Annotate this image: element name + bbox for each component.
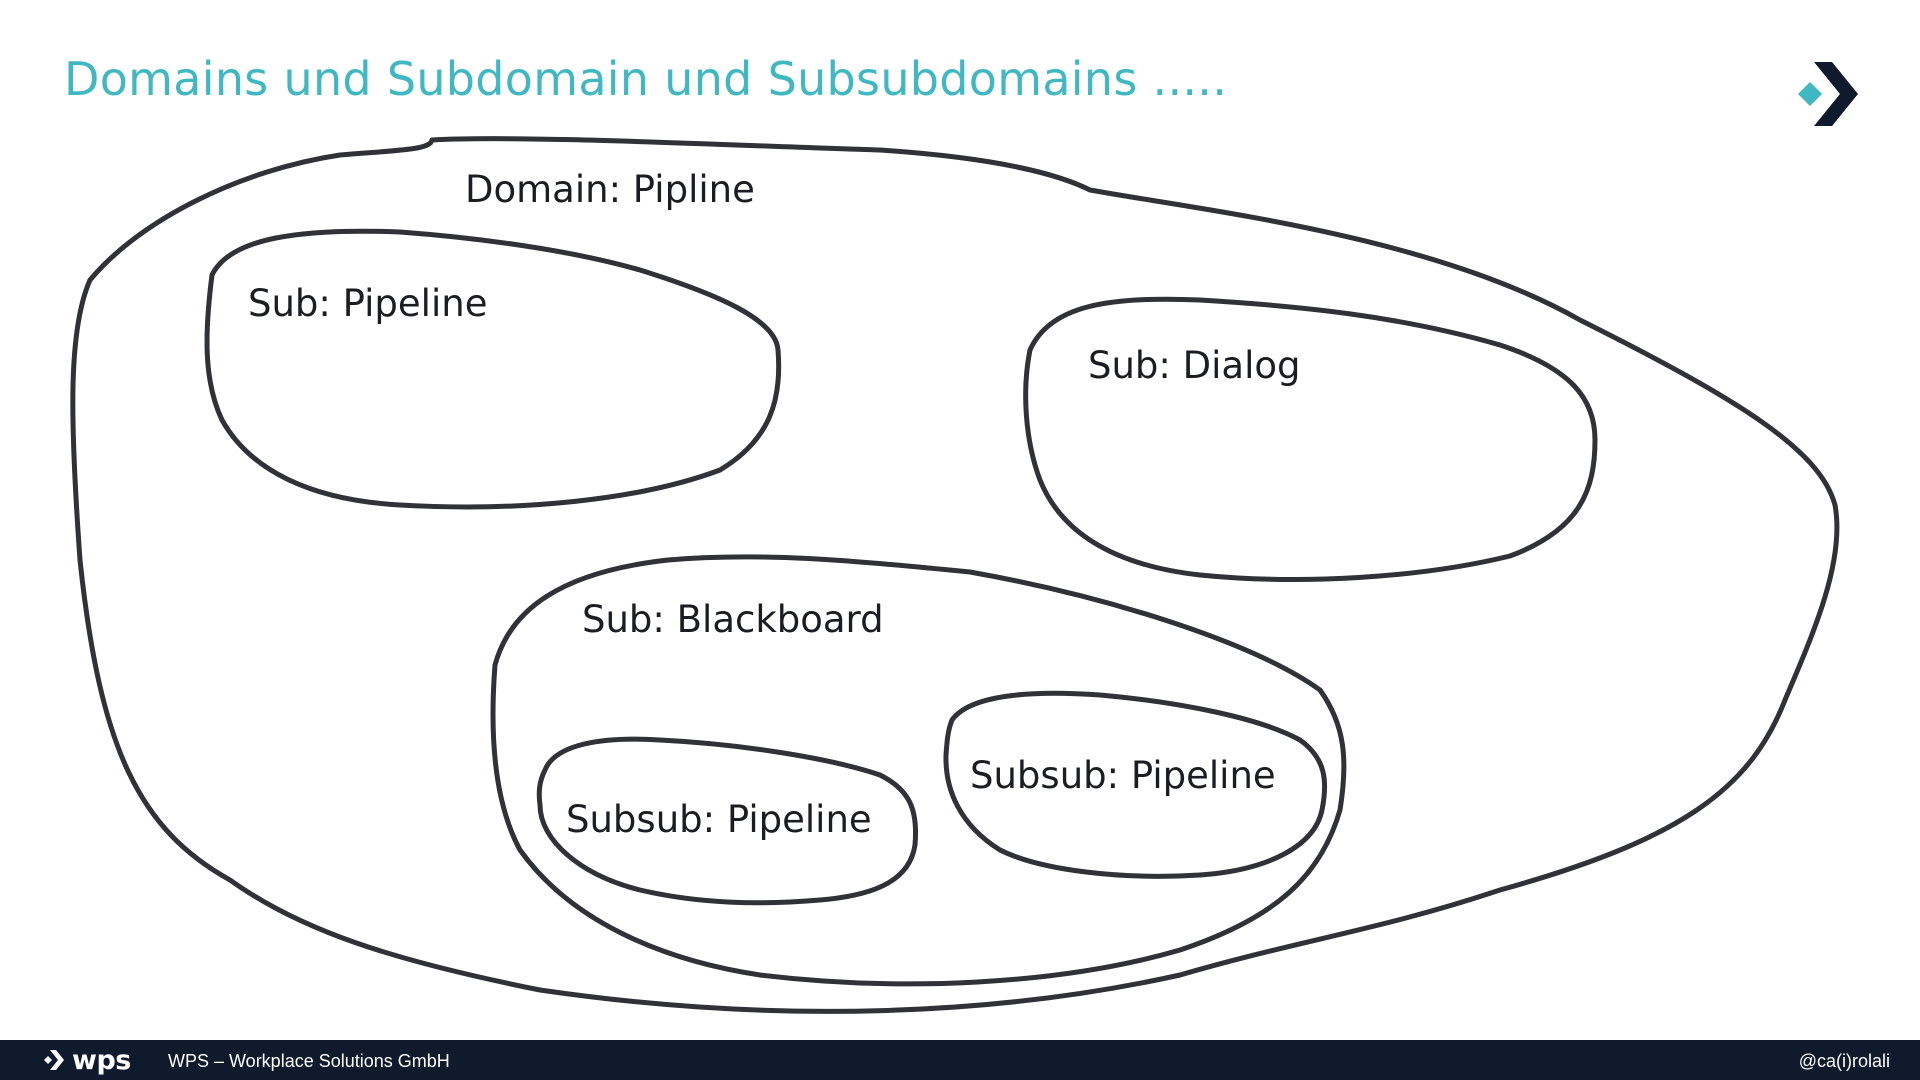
subsubdomain-label-left: Subsub: Pipeline [566, 798, 872, 841]
footer-chevron-icon [44, 1050, 64, 1070]
footer-company: WPS – Workplace Solutions GmbH [168, 1051, 450, 1071]
footer-bar: wps WPS – Workplace Solutions GmbH @ca(i… [0, 1040, 1920, 1080]
subdomain-pipeline-boundary [204, 228, 782, 510]
subsubdomain-pipeline-right-boundary [943, 690, 1328, 879]
subdomain-label-pipeline: Sub: Pipeline [248, 282, 487, 325]
slide-title: Domains und Subdomain und Subsubdomains … [64, 52, 1228, 106]
wps-chevron-logo-icon [1798, 62, 1858, 126]
domain-boundary [70, 136, 1840, 1014]
domain-diagram: Domain: Pipline Sub: Pipeline Sub: Dialo… [70, 136, 1840, 1014]
domain-label: Domain: Pipline [465, 168, 755, 211]
footer-handle: @ca(i)rolali [1798, 1051, 1890, 1071]
footer-brand: wps [44, 1044, 131, 1076]
footer-brand-text: wps [72, 1044, 131, 1076]
subdomain-dialog-boundary [1023, 296, 1598, 582]
subsubdomain-pipeline-left-boundary [536, 736, 919, 906]
subdomain-label-blackboard: Sub: Blackboard [582, 598, 884, 641]
subdomain-label-dialog: Sub: Dialog [1088, 344, 1301, 387]
subdomain-blackboard-boundary [490, 554, 1347, 987]
subsubdomain-label-right: Subsub: Pipeline [970, 754, 1276, 797]
